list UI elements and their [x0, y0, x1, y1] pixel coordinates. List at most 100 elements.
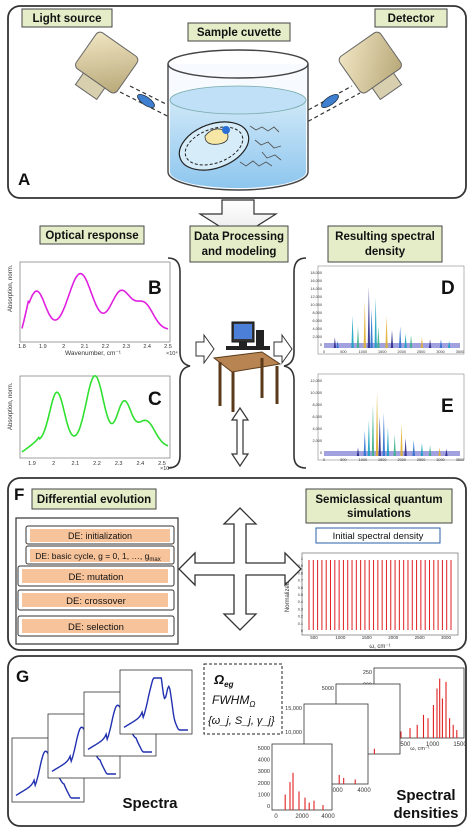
- densityD-peak: [336, 340, 339, 348]
- densityE-ytick: 2,000: [312, 439, 322, 443]
- densityE-peak: [412, 440, 415, 456]
- densityE-peak: [356, 447, 360, 456]
- resulting-label-1: Resulting spectral: [335, 231, 435, 243]
- densityE-ytick: 0: [320, 451, 322, 455]
- detector-label-box: Detector: [374, 8, 448, 28]
- incident-beam: [119, 91, 186, 126]
- de-step-crossover: DE: crossover: [17, 589, 175, 611]
- density-front-ytick: 1000: [258, 792, 270, 798]
- initial-density-xtick: 1500: [362, 635, 373, 640]
- de-selection-label: DE: selection: [68, 622, 124, 633]
- initial-density-xtick: 1000: [335, 635, 346, 640]
- densityD-ytick: 14,000: [310, 287, 322, 291]
- param-fwhm-main: FWHM: [212, 693, 249, 707]
- densityE-ytick: 6,000: [312, 415, 322, 419]
- de-init-label: DE: initialization: [68, 531, 132, 541]
- density-front-xtick: 4000: [321, 814, 335, 820]
- stacked-spectrum-frame: [119, 669, 193, 735]
- densityE-peak: [382, 412, 386, 456]
- cuvette-vessel: [167, 49, 309, 191]
- de-step-basic-cycle: DE: basic cycle, g = 0, 1, …, gmax: [25, 545, 175, 565]
- densityD-peak: [374, 297, 377, 348]
- spectrum-b-tick: 2.4: [143, 344, 151, 350]
- spectrum-c-tick: 2.4: [137, 461, 145, 467]
- densityE-xtick: 500: [340, 458, 346, 462]
- density-mid-xtick: 4000: [357, 788, 371, 794]
- densityE-xtick: 2500: [417, 458, 425, 462]
- density-front-xtick: 0: [274, 814, 278, 820]
- density-back-ytick: 5000: [322, 686, 334, 692]
- spectrum-c-letter: C: [148, 389, 162, 410]
- density-front-ytick: 3000: [258, 769, 270, 775]
- param-omega-eg: Ωeg: [213, 672, 234, 689]
- optical-label-box: Optical response: [39, 225, 145, 245]
- densityE-peak: [445, 448, 448, 456]
- parameters-box: Ωeg FWHMΩ {ω_j, S_j, γ_j}: [203, 663, 283, 735]
- densityE-peak: [400, 423, 403, 456]
- spectrum-c-tick: 2.2: [93, 461, 101, 467]
- density-d-letter: D: [441, 278, 455, 299]
- processing-label-box: Data Processing and modeling: [189, 225, 289, 263]
- initial-density-ytick: 0.5: [298, 593, 303, 597]
- densityD-peak: [404, 333, 407, 348]
- initial-density-ytick: 0.7: [298, 579, 303, 583]
- initial-density-ylabel: Normalized: [285, 582, 291, 612]
- initial-density-ytick: 0.4: [298, 600, 303, 604]
- density-mid-xtick: 2000: [329, 788, 343, 794]
- densityD-peak: [439, 339, 443, 348]
- densityE-peak: [371, 404, 375, 456]
- spectrum-c-tick: 1.9: [28, 461, 36, 467]
- densityD-ytick: 16,000: [310, 279, 322, 283]
- densityE-peak: [404, 438, 407, 456]
- densityD-peak: [333, 337, 337, 348]
- densityD-ytick: 0: [320, 343, 322, 347]
- param-modes: {ω_j, S_j, γ_j}: [208, 715, 275, 727]
- de-basic-label: DE: basic cycle, g = 0, 1, …, gmax: [35, 551, 160, 563]
- densityD-peak: [356, 326, 360, 348]
- left-bracket: [167, 257, 191, 469]
- density-mid-ytick: 15,000: [285, 706, 302, 712]
- initial-density-xtick: 500: [310, 635, 318, 640]
- cuvette-label-box: Sample cuvette: [187, 22, 291, 42]
- density-front-ytick: 5000: [258, 746, 270, 752]
- lens-icon: [137, 93, 155, 109]
- detector-label: Detector: [388, 13, 435, 25]
- transmitted-beam: [289, 85, 353, 121]
- spectrum-b-letter: B: [148, 278, 162, 299]
- densityE-peak: [363, 430, 366, 456]
- semi-title-2: simulations: [347, 508, 411, 520]
- spectrum-b-curve: [21, 272, 169, 330]
- densityD-peak: [428, 339, 432, 348]
- densityD-peak: [363, 301, 366, 348]
- panel-f-letter: F: [14, 485, 24, 504]
- density-e-letter: E: [441, 396, 454, 417]
- de-mutation-label: DE: mutation: [69, 572, 124, 583]
- right-bracket: [283, 257, 307, 469]
- density-stack: 250200150100500050010001500ω, cm⁻¹500040…: [258, 667, 467, 820]
- densityD-ytick: 6,000: [312, 319, 322, 323]
- densityD-xtick: 2500: [417, 350, 425, 354]
- spectrum-b-xlabel: Wavenumber, cm⁻¹: [65, 350, 122, 357]
- density-top-xtick: 500: [400, 742, 411, 748]
- de-basic-sub: max: [149, 557, 160, 563]
- densityD-ytick: 10,000: [310, 303, 322, 307]
- panel-g-letter: G: [16, 667, 29, 686]
- spectral-densities-label-2: densities: [393, 805, 458, 822]
- densityE-peak: [393, 434, 396, 456]
- de-title: Differential evolution: [37, 494, 151, 506]
- densityE-ytick: 8,000: [312, 403, 322, 407]
- densityD-peak: [370, 308, 373, 348]
- processing-label-1: Data Processing: [194, 231, 284, 243]
- semi-title-1: Semiclassical quantum: [315, 494, 442, 506]
- initial-density-ytick: 0.3: [298, 607, 303, 611]
- transmitted-beam-2: [295, 92, 361, 129]
- light-source-label-box: Light source: [21, 8, 113, 28]
- densityD-xtick: 3500: [456, 350, 464, 354]
- spectrum-b-ylabel: Absorption, norm.: [8, 264, 14, 312]
- de-title-box: Differential evolution: [31, 488, 157, 510]
- spectrum-c-tick: 2: [52, 461, 55, 467]
- optical-label: Optical response: [45, 230, 138, 242]
